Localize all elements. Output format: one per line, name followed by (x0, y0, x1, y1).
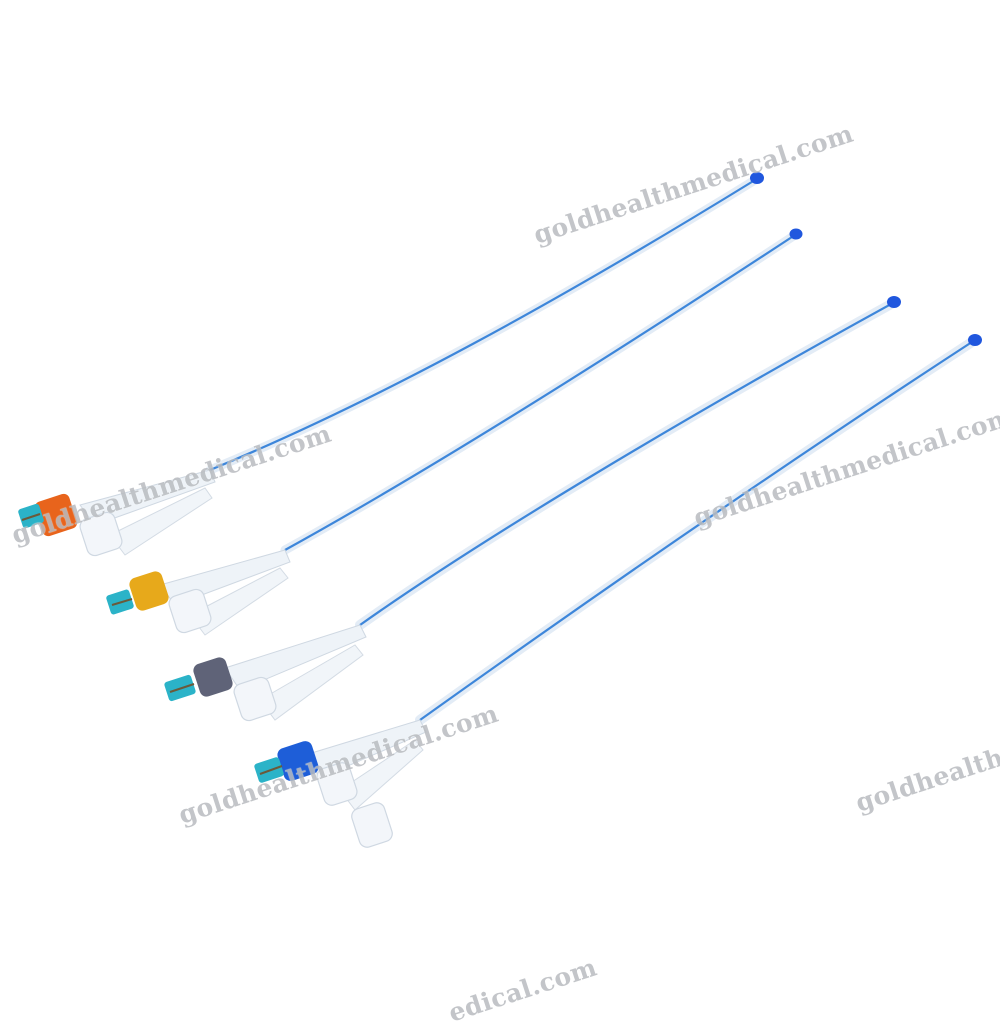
catheter-gray-valve (164, 296, 901, 722)
funnel-drainage-port (224, 624, 367, 691)
valve-cap-gray (193, 657, 233, 697)
funnel-side-arm (109, 487, 213, 556)
catheter-orange-valve (18, 172, 764, 557)
funnel-connector (233, 676, 277, 722)
valve-pin (111, 598, 133, 606)
catheter-balloon-tip (968, 334, 982, 346)
catheter-balloon-tip (789, 228, 803, 240)
catheter-stripe (284, 234, 796, 551)
funnel-connector (316, 762, 358, 806)
valve-pin (21, 513, 41, 521)
catheter-stripe (359, 302, 894, 626)
product-photo (18, 172, 982, 848)
valve-cap-orange (34, 493, 78, 537)
funnel-connector-lower (351, 802, 393, 848)
catheter-blue-valve (254, 334, 982, 848)
catheter-stripe (419, 339, 976, 721)
funnel-connector (168, 588, 212, 634)
valve-cap-blue (277, 741, 319, 781)
valve-pin (169, 683, 195, 693)
catheter-stripe (209, 179, 756, 472)
catheter-balloon-tip (750, 172, 764, 184)
catheter-balloon-tip (887, 296, 901, 308)
valve-cap-yellow (129, 571, 169, 611)
catheter-yellow-valve (106, 228, 803, 636)
funnel-connector (79, 511, 123, 557)
funnel-side-arm (339, 739, 424, 811)
valve-pin (259, 765, 283, 775)
